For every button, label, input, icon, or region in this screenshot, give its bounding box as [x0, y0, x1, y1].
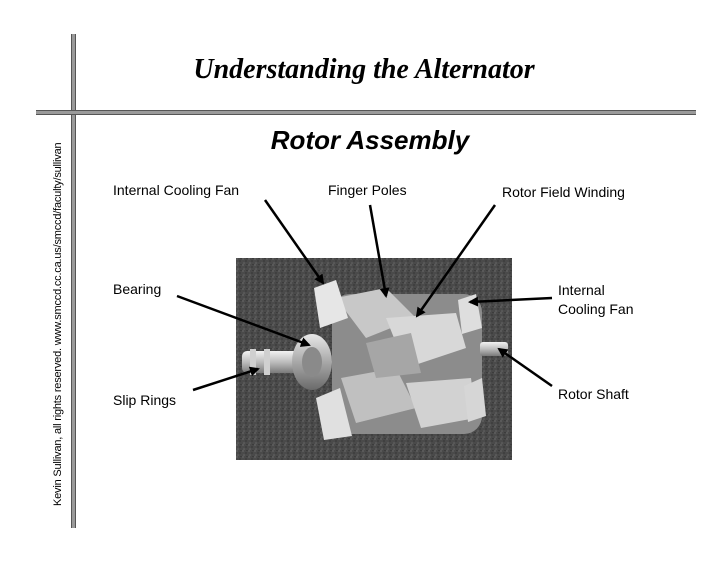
rotor-photo: [236, 258, 512, 460]
label-internal-cooling-fan-left: Internal Cooling Fan: [113, 182, 240, 198]
label-slip-rings: Slip Rings: [113, 392, 177, 408]
slide-subtitle: Rotor Assembly: [270, 125, 470, 155]
label-internal-cooling-fan-right-line2: Cooling Fan: [558, 301, 634, 317]
label-internal-cooling-fan-right-line1: Internal: [558, 282, 605, 298]
vertical-rule: [71, 34, 76, 528]
label-finger-poles: Finger Poles: [328, 182, 407, 198]
credit-text: Kevin Sullivan, all rights reserved. www…: [52, 142, 64, 506]
slide-title: Understanding the Alternator: [193, 54, 535, 85]
label-rotor-shaft: Rotor Shaft: [558, 386, 629, 402]
label-rotor-field-winding: Rotor Field Winding: [502, 184, 625, 200]
label-bearing: Bearing: [113, 281, 162, 297]
horizontal-rule: [36, 110, 696, 115]
